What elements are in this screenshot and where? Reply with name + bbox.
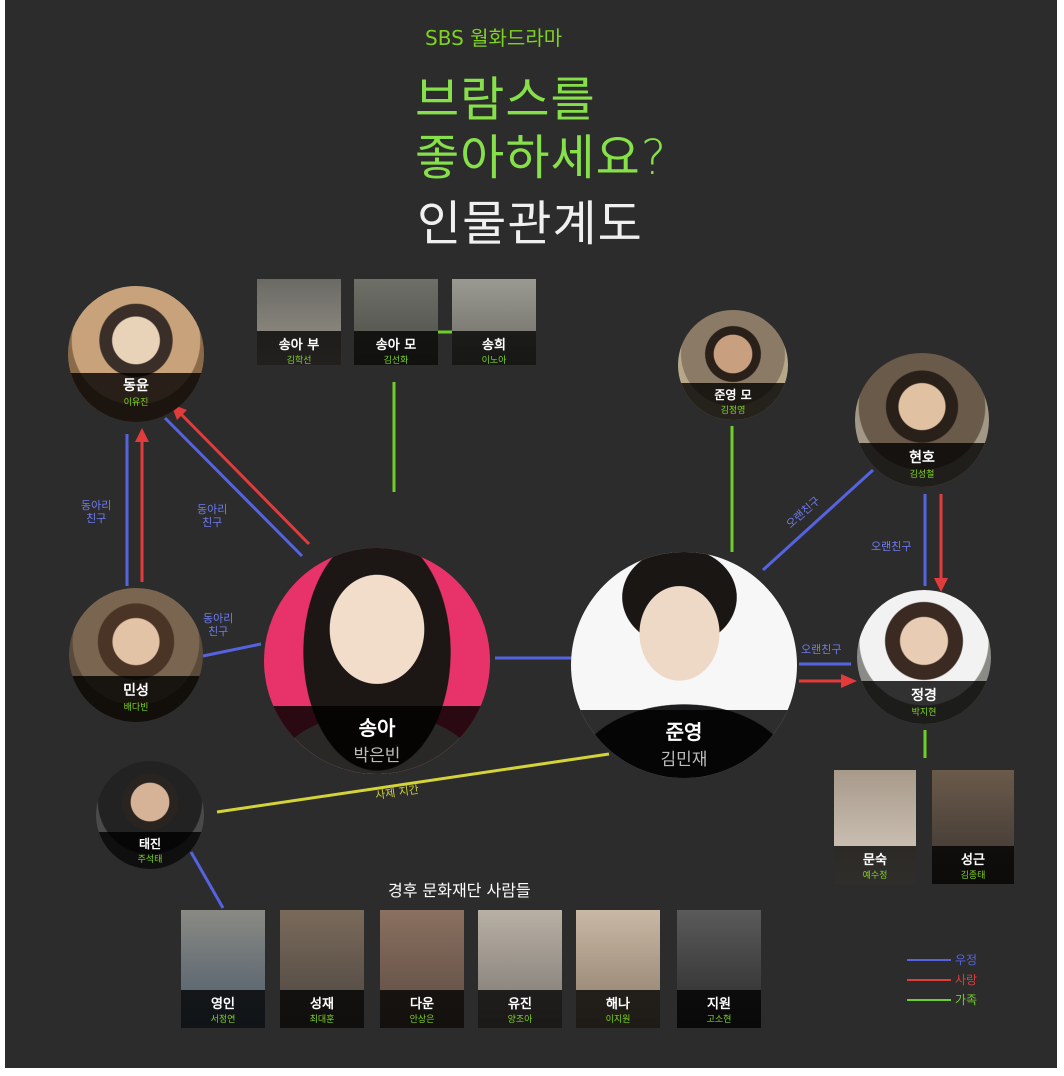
relation-label-club-friend-1: 동아리 친구	[81, 499, 112, 525]
relation-label-club-friend-3: 동아리 친구	[203, 612, 234, 638]
broadcaster-label: SBS 월화드라마	[425, 26, 563, 50]
legend-item-friendship: 우정	[907, 950, 1007, 970]
love-arrow-jeonggyeong-2	[841, 674, 857, 688]
friend-line-songa-dongyun	[163, 416, 304, 558]
teacher-line-junyoung-taejin	[216, 752, 610, 814]
legend: 우정 사랑 가족	[907, 950, 1007, 1010]
legend-item-family: 가족	[907, 990, 1007, 1010]
relation-label-club-friend-2: 동아리 친구	[197, 503, 228, 529]
relation-label-old-friend-3: 오랜친구	[801, 643, 842, 656]
love-arrow-dongyun	[135, 428, 149, 442]
love-arrow-jeonggyeong	[934, 578, 948, 592]
diagram-title: 인물관계도	[417, 196, 643, 252]
love-line-songa-dongyun	[177, 410, 311, 546]
relationship-diagram: SBS 월화드라마 브람스를 좋아하세요? 인물관계도	[5, 0, 1057, 1068]
relation-label-old-friend-2: 오랜친구	[871, 540, 912, 553]
drama-title-line2: 좋아하세요?	[415, 130, 668, 186]
legend-item-love: 사랑	[907, 970, 1007, 990]
drama-title-line1: 브람스를	[415, 72, 596, 128]
relationship-lines	[125, 330, 948, 909]
friend-line-songa-minseong	[202, 642, 262, 658]
foundation-title: 경후 문화재단 사람들	[388, 881, 531, 900]
